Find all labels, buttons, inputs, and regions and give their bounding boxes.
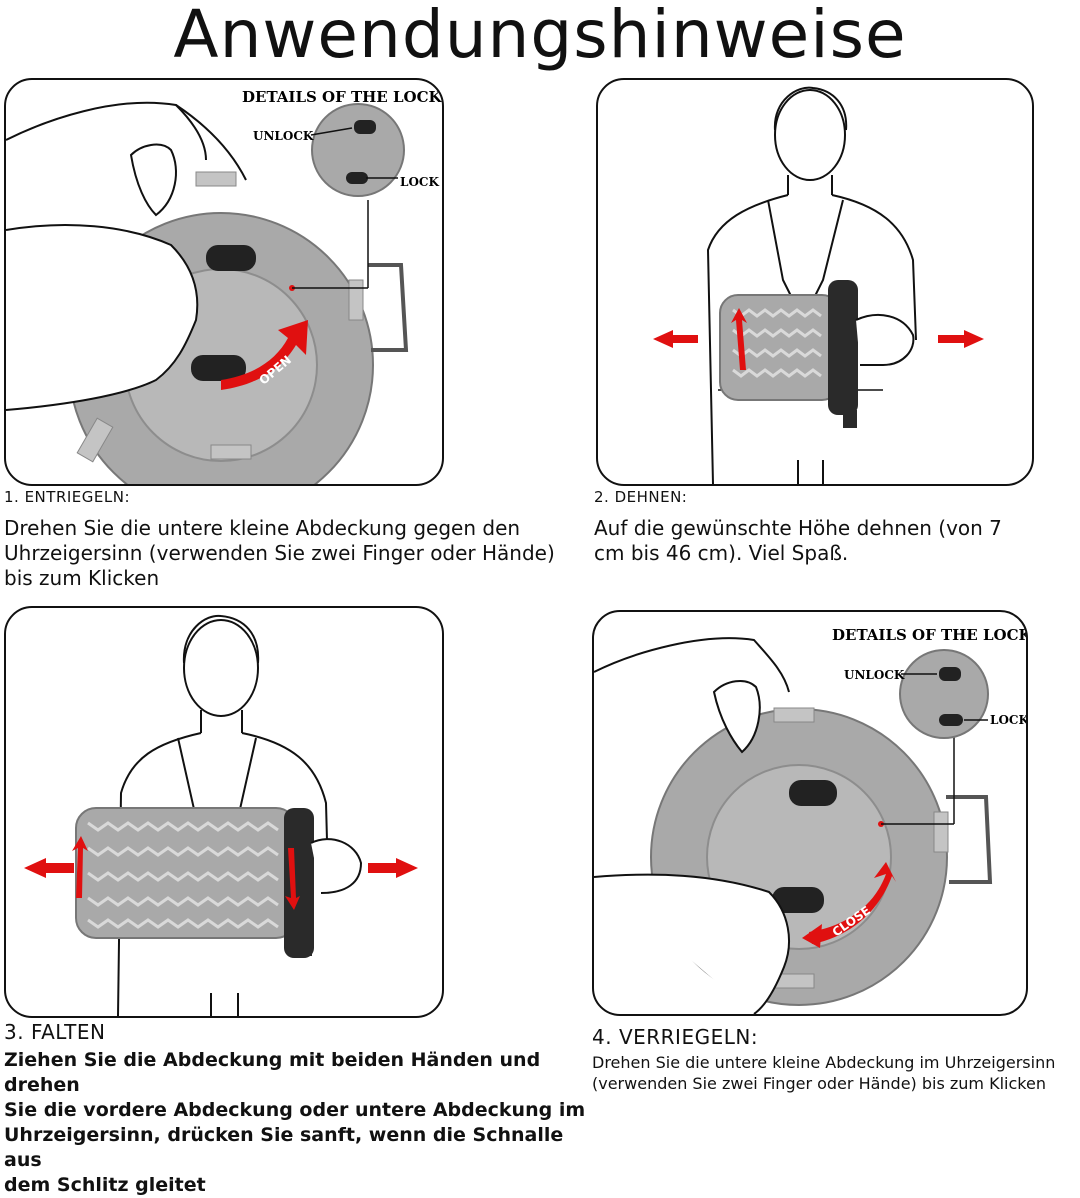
lock-label: LOCK: [400, 175, 439, 189]
illustration-fold: [4, 606, 444, 1018]
extend-drawing: [653, 86, 984, 484]
step-3-line: Ziehen Sie die Abdeckung mit beiden Händ…: [4, 1049, 541, 1096]
step-2-line: cm bis 46 cm). Viel Spaß.: [594, 541, 849, 565]
step-2-heading: 2. DEHNEN:: [594, 488, 688, 506]
step-4-body: Drehen Sie die untere kleine Abdeckung i…: [592, 1052, 1080, 1094]
step-3-heading: 3. FALTEN: [4, 1020, 106, 1044]
step-2-body: Auf die gewünschte Höhe dehnen (von 7 cm…: [594, 516, 1074, 566]
unlock-drawing: DETAILS OF THE LOCK UNLOCK LOCK OPEN: [6, 88, 442, 484]
step-1-heading: 1. ENTRIEGELN:: [4, 488, 130, 506]
illustration-lock: DETAILS OF THE LOCK UNLOCK LOCK CLOSE: [592, 610, 1028, 1016]
unlock-label: UNLOCK: [253, 129, 314, 143]
unlock-label: UNLOCK: [844, 668, 905, 682]
step-4-line: (verwenden Sie zwei Finger oder Hände) b…: [592, 1074, 1046, 1093]
illustration-extend: [596, 78, 1034, 486]
step-3-line: dem Schlitz gleitet: [4, 1174, 206, 1196]
step-1-line: bis zum Klicken: [4, 566, 160, 590]
lock-details-heading: DETAILS OF THE LOCK: [832, 626, 1026, 644]
step-2-line: Auf die gewünschte Höhe dehnen (von 7: [594, 516, 1002, 540]
lock-details-heading: DETAILS OF THE LOCK: [242, 88, 442, 106]
page-title: Anwendungshinweise: [173, 0, 907, 73]
step-3-line: Uhrzeigersinn, drücken Sie sanft, wenn d…: [4, 1124, 564, 1171]
fold-drawing: [24, 614, 418, 1016]
step-4-heading: 4. VERRIEGELN:: [592, 1025, 759, 1049]
step-3-line: Sie die vordere Abdeckung oder untere Ab…: [4, 1099, 586, 1121]
step-4-line: Drehen Sie die untere kleine Abdeckung i…: [592, 1053, 1056, 1072]
lock-label: LOCK: [990, 713, 1026, 727]
step-1-body: Drehen Sie die untere kleine Abdeckung g…: [4, 516, 589, 591]
illustration-unlock: DETAILS OF THE LOCK UNLOCK LOCK OPEN: [4, 78, 444, 486]
lock-drawing: DETAILS OF THE LOCK UNLOCK LOCK CLOSE: [594, 626, 1026, 1014]
step-1-line: Uhrzeigersinn (verwenden Sie zwei Finger…: [4, 541, 555, 565]
step-1-line: Drehen Sie die untere kleine Abdeckung g…: [4, 516, 521, 540]
step-3-body: Ziehen Sie die Abdeckung mit beiden Händ…: [4, 1048, 592, 1198]
